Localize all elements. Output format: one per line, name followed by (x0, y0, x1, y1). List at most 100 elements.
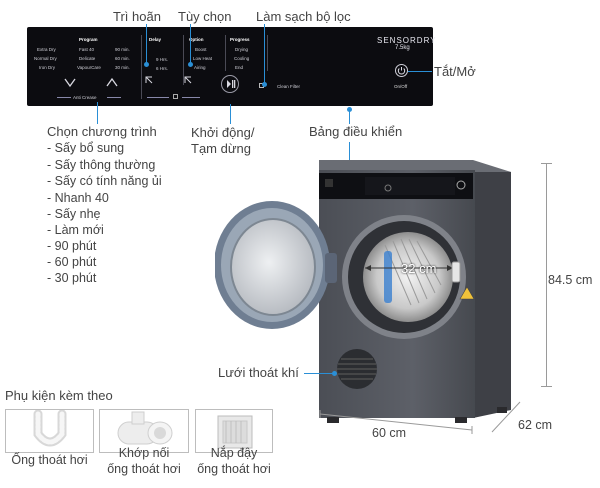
program-item: - Sấy có tính năng ủi (47, 174, 162, 188)
dryer-side-panel (473, 164, 511, 418)
width-dimension-line (319, 410, 473, 434)
control-panel-closeup: Program Extra Dry Normal Dry Iron Dry Fa… (27, 27, 436, 106)
door-size-label: 32 cm (401, 261, 437, 276)
program-item: - Sấy thông thường (47, 158, 156, 172)
program-item: - Làm mới (47, 223, 104, 237)
dryer-foot (327, 417, 339, 423)
accessories-heading: Phụ kiện kèm theo (5, 388, 113, 403)
callout-power-line (408, 71, 432, 72)
panel-delay-9h: 9 Hrs. (156, 57, 169, 62)
program-item: - Nhanh 40 (47, 191, 109, 205)
callout-options: Tùy chọn (178, 9, 232, 24)
panel-option-low-heat: Low Heat (193, 56, 213, 61)
exhaust-hose-icon (33, 409, 67, 447)
callout-program-select: Chọn chương trình (47, 124, 157, 139)
option-indicator-line (182, 97, 200, 98)
callout-control-panel: Bảng điều khiển (309, 124, 403, 139)
callout-panel-line-top (349, 110, 350, 124)
dryer-mini-knob (384, 184, 392, 192)
panel-anti-crease: Anti Crease (73, 95, 97, 100)
callout-clean-filter: Làm sạch bộ lọc (256, 9, 351, 24)
drum-ribs (384, 238, 442, 306)
callout-delay: Trì hoãn (113, 9, 161, 24)
accessory-cover-box (195, 409, 273, 453)
anti-crease-line-left (57, 97, 71, 98)
width-dimension-label: 60 cm (372, 426, 407, 440)
depth-dimension-line (491, 401, 521, 433)
start-pause-button[interactable] (221, 75, 239, 93)
option-button-icon[interactable] (183, 75, 193, 85)
play-pause-icon (227, 80, 236, 88)
warning-icon (459, 286, 475, 300)
panel-program-30min: 30 min. (115, 65, 130, 70)
hose-cover-icon (217, 415, 253, 449)
panel-program-fast40: Fast 40 (79, 47, 95, 52)
panel-divider (225, 35, 226, 71)
panel-program-60min: 60 min. (115, 56, 130, 61)
panel-progress-drying: Drying (235, 47, 249, 52)
callout-start-pause-1: Khởi động/ (191, 125, 255, 140)
callout-delay-line (146, 24, 147, 65)
panel-delay-6h: 6 Hrs. (156, 66, 169, 71)
callout-power: Tắt/Mở (434, 64, 476, 79)
program-item: - 90 phút (47, 239, 97, 253)
delay-indicator-line (147, 97, 169, 98)
vent-grille-slots (337, 358, 377, 380)
callout-vent-line (304, 373, 334, 374)
panel-program-iron-dry: Iron Dry (39, 65, 56, 70)
panel-progress-cooling: Cooling (234, 56, 250, 61)
callout-vent-dot (332, 371, 337, 376)
height-dimension-tick (541, 386, 552, 387)
height-dimension-line (546, 163, 547, 387)
delay-button-icon[interactable] (144, 75, 154, 85)
depth-dimension-label: 62 cm (518, 418, 553, 432)
brand-capacity: 7.5kg (395, 45, 410, 51)
accessory-hose-label: Ống thoát hơi (11, 453, 88, 467)
dryer-mini-power (456, 180, 466, 190)
panel-program-vapourcare: VapourCare (77, 65, 101, 70)
height-dimension-tick (541, 163, 552, 164)
drum-paddle (384, 251, 392, 303)
door-glass (231, 219, 315, 315)
program-item: - Sấy nhẹ (47, 207, 101, 221)
child-lock-icon (173, 94, 178, 99)
power-icon (397, 67, 406, 75)
panel-program-header: Program (79, 37, 98, 42)
callout-vent-grille: Lưới thoát khí (218, 365, 299, 380)
program-prev-arrow-icon[interactable] (63, 77, 77, 89)
panel-option-boost: Boost (195, 47, 207, 52)
panel-divider (141, 35, 142, 99)
panel-onoff: On/Off (394, 84, 408, 89)
dryer-foot (497, 407, 507, 413)
callout-clean-filter-line (264, 24, 265, 84)
lint-filter (451, 261, 461, 283)
program-item: - 30 phút (47, 271, 97, 285)
panel-delay-header: Delay (149, 37, 162, 42)
accessory-hose-box (5, 409, 94, 453)
callout-options-line (190, 24, 191, 65)
accessory-connector-label-2: ống thoát hơi (107, 462, 181, 476)
panel-option-header: Option (189, 37, 204, 42)
panel-program-90min: 90 min. (115, 47, 130, 52)
panel-program-delicate: Delicate (79, 56, 96, 61)
power-button[interactable] (395, 64, 408, 77)
callout-program-line (97, 102, 98, 124)
anti-crease-line-right (107, 97, 121, 98)
door-hinge (325, 253, 337, 283)
dryer-logo-icon (325, 179, 333, 187)
callout-start-line (230, 104, 231, 124)
callout-delay-dot (144, 62, 149, 67)
panel-option-airing: Airing (194, 65, 206, 70)
panel-divider (183, 35, 184, 85)
panel-divider (267, 35, 268, 71)
accessory-cover-label-2: ống thoát hơi (197, 462, 271, 476)
accessory-cover-label-1: Nắp đậy (210, 446, 258, 460)
panel-clean-filter: Clean Filter (277, 84, 301, 89)
accessory-connector-box (99, 409, 189, 453)
dryer-illustration (215, 160, 511, 423)
callout-panel-dot-top (347, 107, 352, 112)
callout-panel-line-bottom (349, 142, 350, 176)
callout-clean-filter-dot (262, 82, 267, 87)
program-next-arrow-icon[interactable] (105, 77, 119, 89)
brand-sensordry: SENSORDRY (377, 36, 437, 45)
